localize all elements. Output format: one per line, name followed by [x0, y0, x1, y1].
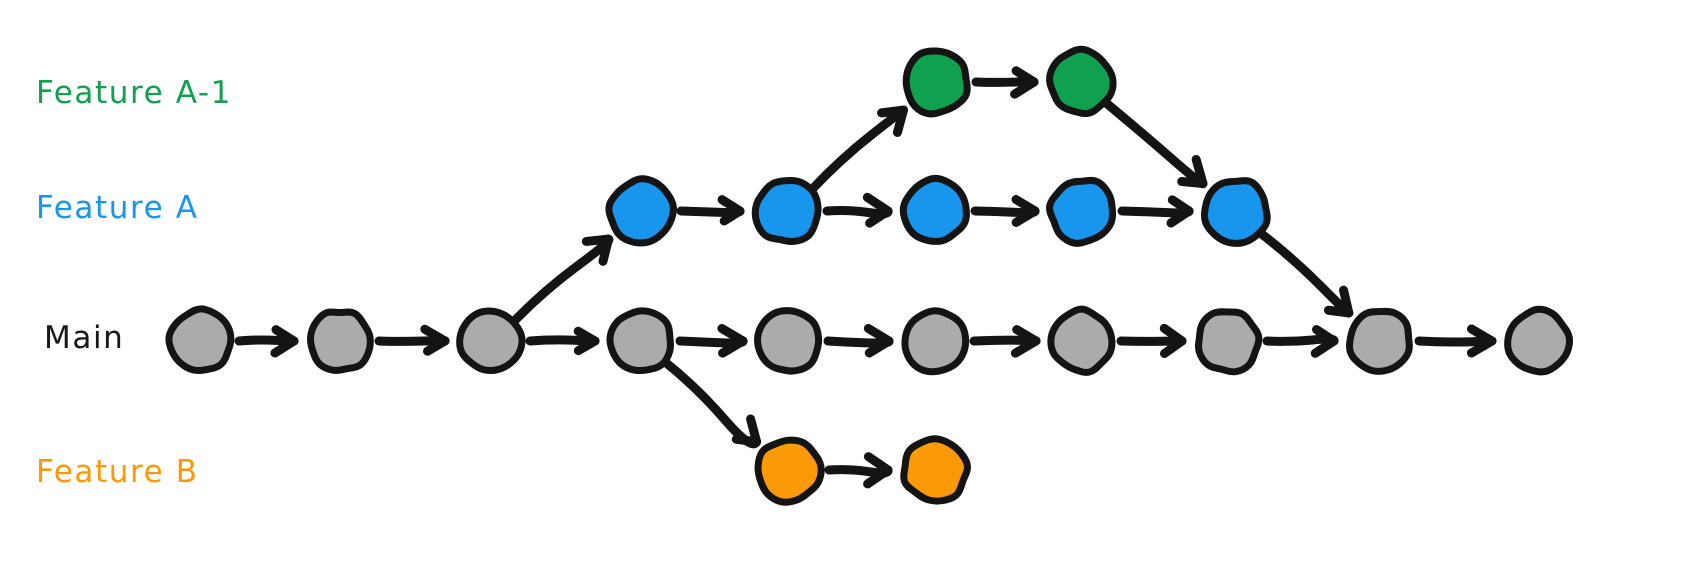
- commit-node-g1[interactable]: [902, 47, 971, 118]
- commit-dot[interactable]: [605, 175, 677, 247]
- commit-node-m8[interactable]: [1194, 308, 1263, 376]
- arrowhead-icon: [1010, 66, 1039, 99]
- arrowhead-icon: [717, 323, 748, 358]
- edge-b1-to-b2: [824, 452, 893, 489]
- edge-a3-to-a4: [970, 195, 1040, 227]
- edge-m4-to-m5: [675, 323, 748, 358]
- arrowhead-icon: [270, 325, 299, 358]
- arrowhead-icon: [717, 195, 745, 226]
- commit-dot[interactable]: [606, 307, 674, 375]
- edge-a2-to-g1: [807, 105, 908, 194]
- arrowhead-icon: [1466, 324, 1497, 358]
- edge-m2-to-m3: [374, 324, 450, 356]
- edge-shaft: [374, 336, 450, 346]
- lane-label-feature-a: Feature A: [36, 190, 199, 226]
- commit-dot[interactable]: [1200, 177, 1271, 247]
- arrowhead-icon: [1011, 195, 1040, 227]
- arrowhead-icon: [1166, 195, 1194, 228]
- arrowhead-icon: [581, 234, 614, 266]
- commit-node-m3[interactable]: [456, 307, 526, 375]
- edge-g2-to-a5: [1101, 98, 1208, 189]
- edge-m6-to-m7: [969, 325, 1041, 358]
- edge-m9-to-m10: [1414, 324, 1497, 358]
- edge-a2-to-a3: [822, 192, 893, 228]
- edge-m5-to-m6: [823, 323, 894, 358]
- commit-node-m9[interactable]: [1346, 307, 1413, 375]
- commit-node-m6[interactable]: [901, 307, 970, 376]
- lane-label-feature-b: Feature B: [36, 454, 199, 490]
- arrowhead-icon: [420, 324, 450, 356]
- edge-a1-to-a2: [676, 195, 745, 226]
- edge-m4-to-b1: [660, 357, 762, 449]
- arrowhead-icon: [1159, 323, 1187, 358]
- arrowhead-icon: [862, 192, 893, 228]
- edge-m1-to-m2: [234, 325, 299, 358]
- edge-a5-to-m9: [1255, 228, 1354, 318]
- arrowhead-icon: [1010, 325, 1041, 358]
- commit-dot[interactable]: [456, 307, 526, 375]
- arrowhead-icon: [1177, 154, 1208, 188]
- commit-dot[interactable]: [901, 307, 970, 376]
- arrowhead-icon: [731, 414, 762, 447]
- edges-layer: [234, 66, 1497, 489]
- edge-m7-to-m8: [1116, 323, 1187, 358]
- commit-dot[interactable]: [1194, 308, 1263, 376]
- commit-node-m7[interactable]: [1047, 305, 1116, 376]
- commit-node-a4[interactable]: [1046, 176, 1117, 247]
- commit-node-a5[interactable]: [1200, 177, 1271, 247]
- commit-dot[interactable]: [165, 305, 235, 375]
- commit-node-a2[interactable]: [751, 176, 822, 245]
- commit-node-m1[interactable]: [165, 305, 235, 375]
- commit-node-a1[interactable]: [605, 175, 677, 247]
- commit-dot[interactable]: [900, 435, 971, 505]
- commit-dot[interactable]: [899, 174, 970, 246]
- commit-dot[interactable]: [1346, 307, 1413, 375]
- commit-dot[interactable]: [754, 307, 823, 375]
- commit-dot[interactable]: [1046, 45, 1117, 118]
- edge-m8-to-m9: [1262, 325, 1339, 358]
- commit-node-g2[interactable]: [1046, 45, 1117, 118]
- edge-shaft: [1101, 98, 1208, 189]
- edge-shaft: [807, 105, 908, 194]
- commit-dot[interactable]: [1504, 305, 1574, 376]
- edge-m3-to-a1: [510, 234, 614, 325]
- commit-node-b2[interactable]: [900, 435, 971, 505]
- commit-node-m4[interactable]: [606, 307, 674, 375]
- arrowhead-icon: [863, 452, 893, 489]
- nodes-layer: [165, 45, 1574, 506]
- edge-g1-to-g2: [971, 66, 1039, 99]
- commit-node-m10[interactable]: [1504, 305, 1574, 376]
- commit-node-b1[interactable]: [754, 436, 825, 506]
- lane-label-feature-a-1: Feature A-1: [36, 75, 232, 111]
- edge-shaft: [1255, 228, 1354, 318]
- arrowhead-icon: [863, 323, 894, 358]
- commit-dot[interactable]: [1047, 305, 1116, 376]
- commit-dot[interactable]: [306, 308, 374, 374]
- commit-node-a3[interactable]: [899, 174, 970, 246]
- arrowhead-icon: [1310, 325, 1339, 358]
- commit-node-m2[interactable]: [306, 308, 374, 374]
- arrowhead-icon: [877, 105, 908, 137]
- edge-shaft: [660, 357, 762, 449]
- edge-shaft: [510, 234, 614, 325]
- edge-a4-to-a5: [1117, 195, 1194, 228]
- edge-shaft: [1414, 336, 1497, 347]
- commit-dot[interactable]: [754, 436, 825, 506]
- edge-m3-to-m4: [525, 326, 600, 356]
- commit-node-m5[interactable]: [754, 307, 823, 375]
- commit-dot[interactable]: [902, 47, 971, 118]
- commit-dot[interactable]: [751, 176, 822, 245]
- arrowhead-icon: [573, 326, 600, 356]
- arrowhead-icon: [1323, 285, 1354, 318]
- lane-label-main: Main: [44, 320, 124, 356]
- commit-dot[interactable]: [1046, 176, 1117, 247]
